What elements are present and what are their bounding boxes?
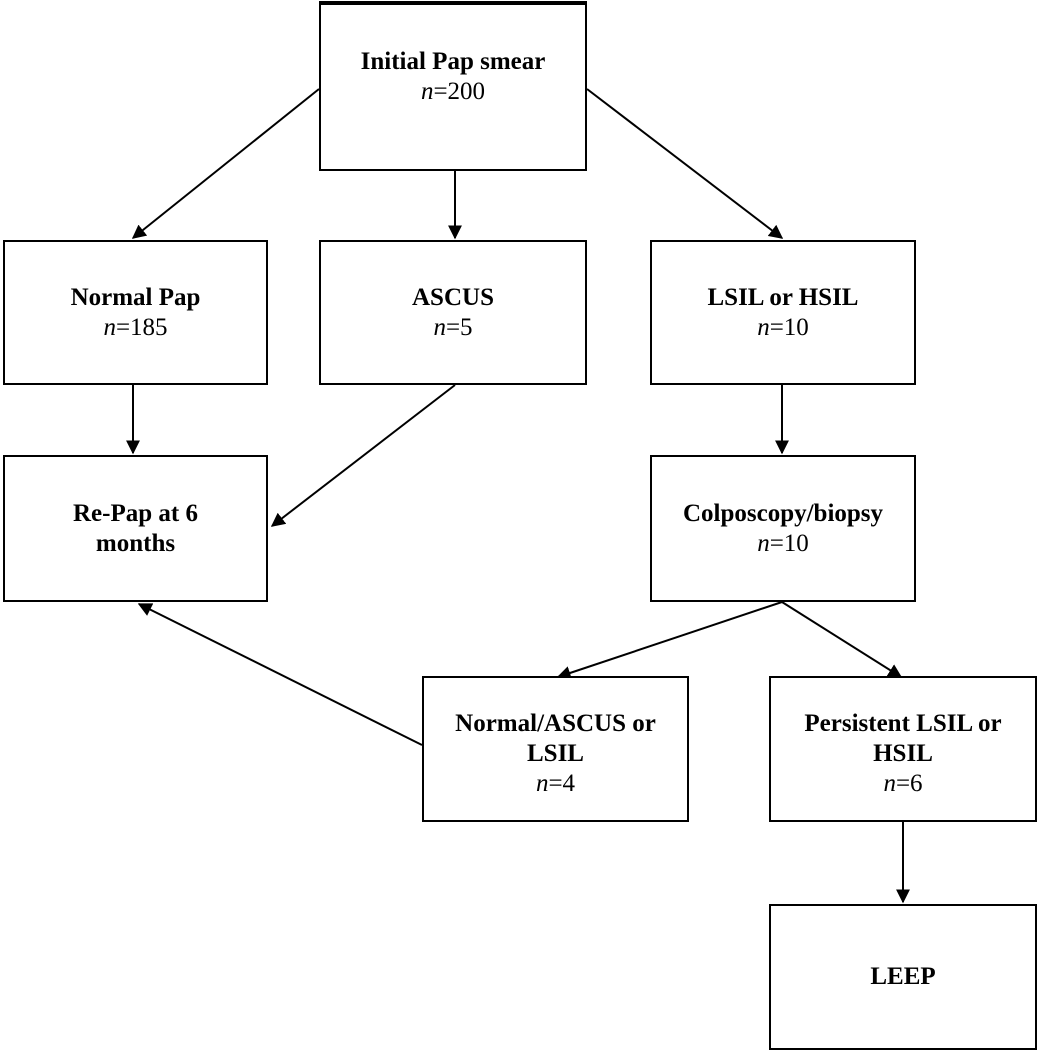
node-re-pap-6-months: Re-Pap at 6 months	[3, 455, 268, 602]
node-title: Normal Pap	[70, 283, 201, 311]
node-title: Initial Pap smear	[360, 48, 546, 75]
arrow-initial-to-lsil	[586, 88, 784, 239]
n-symbol: n	[420, 78, 434, 105]
node-normal-ascus-or-lsil: Normal/ASCUS or LSIL n=4	[422, 676, 689, 822]
n-symbol: n	[535, 770, 549, 797]
arrow-colposcopy-to-persistent	[781, 601, 903, 678]
n-value: =185	[115, 313, 168, 341]
node-title: LEEP	[870, 963, 936, 990]
node-initial-pap-smear: Initial Pap smear n=200	[319, 1, 587, 171]
n-value: =200	[433, 78, 486, 105]
node-count: n=185	[103, 313, 167, 343]
arrow-colposcopy-to-normal-ascus	[556, 601, 783, 680]
node-count: n=200	[421, 77, 485, 107]
node-ascus: ASCUS n=5	[319, 240, 587, 385]
node-normal-pap: Normal Pap n=185	[3, 240, 268, 385]
node-title: ASCUS	[412, 283, 494, 311]
node-colposcopy-biopsy: Colposcopy/biopsy n=10	[650, 455, 916, 602]
n-value: =10	[769, 529, 809, 557]
n-symbol: n	[883, 770, 896, 797]
n-value: =10	[769, 313, 809, 341]
n-symbol: n	[433, 313, 446, 341]
n-symbol: n	[103, 313, 116, 341]
node-count: n=6	[883, 769, 922, 799]
arrow-ascus-to-repap	[270, 384, 456, 527]
node-count: n=5	[433, 313, 472, 343]
node-title: LSIL or HSIL	[707, 283, 859, 311]
node-count: n=10	[757, 313, 809, 343]
n-value: =6	[895, 770, 923, 797]
node-persistent-lsil-or-hsil: Persistent LSIL or HSIL n=6	[769, 676, 1037, 822]
node-count: n=10	[757, 529, 809, 559]
n-value: =4	[548, 770, 576, 797]
n-symbol: n	[757, 313, 770, 341]
n-symbol: n	[757, 529, 770, 557]
node-leep: LEEP	[769, 904, 1037, 1050]
node-title: Re-Pap at 6 months	[73, 499, 198, 557]
node-count: n=4	[536, 769, 575, 799]
node-title: Persistent LSIL or HSIL	[804, 710, 1002, 767]
node-lsil-or-hsil: LSIL or HSIL n=10	[650, 240, 916, 385]
arrow-initial-to-normal	[131, 88, 320, 239]
arrow-normal-ascus-to-repap	[137, 603, 423, 746]
node-title: Colposcopy/biopsy	[682, 499, 884, 527]
n-value: =5	[445, 313, 473, 341]
node-title: Normal/ASCUS or LSIL	[455, 710, 656, 767]
